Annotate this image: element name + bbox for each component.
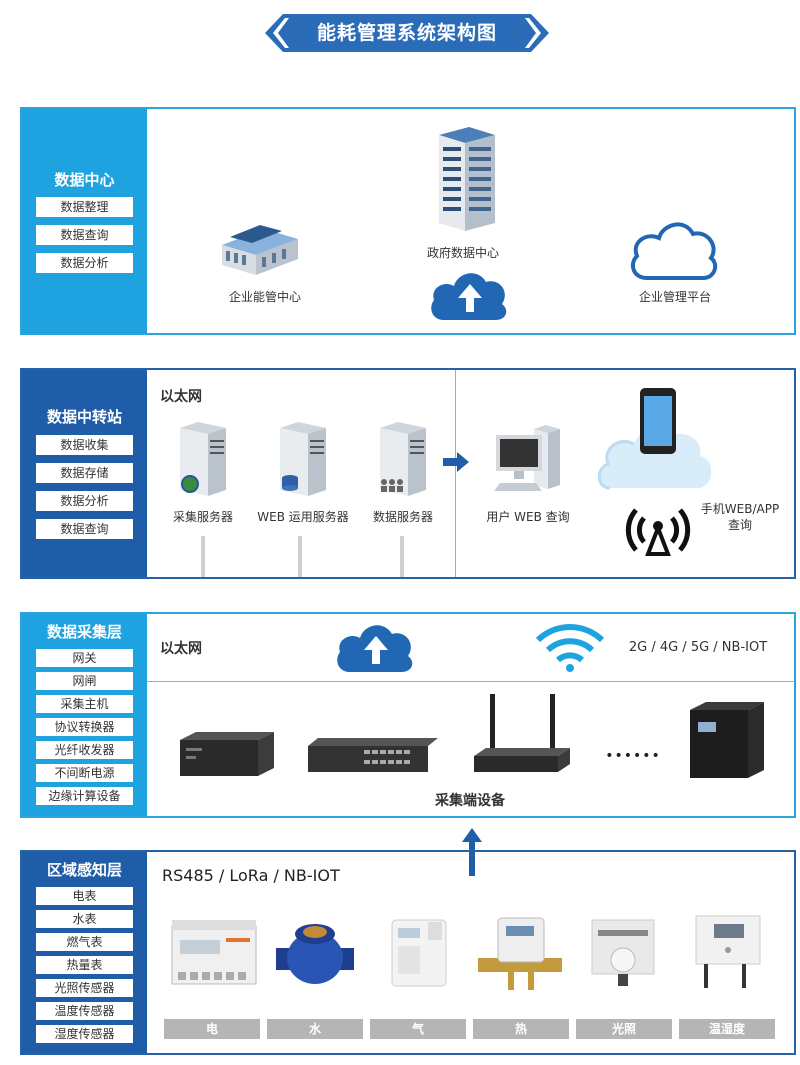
layer-item: 不间断电源 bbox=[36, 764, 133, 782]
enterprise-building-icon bbox=[222, 225, 298, 275]
collection-device-label: 采集端设备 bbox=[435, 793, 505, 809]
ethernet-label: 以太网 bbox=[160, 641, 202, 657]
layer-item: 数据查询 bbox=[36, 225, 133, 245]
layer-item: 网关 bbox=[36, 649, 133, 667]
industrial-pc-icon bbox=[180, 732, 274, 776]
router-icon bbox=[474, 694, 570, 772]
layer-side-panel: 区域感知层 电表 水表 燃气表 热量表 光照传感器 温度传感器 湿度传感器 bbox=[22, 852, 147, 1053]
water-meter-icon bbox=[276, 924, 354, 984]
temp-humidity-sensor-icon bbox=[695, 915, 761, 988]
layer-side-panel: 数据采集层 网关 网闸 采集主机 协议转换器 光纤收发器 不间断电源 边缘计算设… bbox=[22, 614, 147, 816]
server-label: 数据服务器 bbox=[372, 510, 433, 524]
layer-item: 燃气表 bbox=[36, 933, 133, 951]
network-label: 2G / 4G / 5G / NB-IOT bbox=[628, 640, 768, 655]
layer-item: 光纤收发器 bbox=[36, 741, 133, 759]
electric-meter-icon bbox=[171, 920, 257, 985]
layer-item: 采集主机 bbox=[36, 695, 133, 713]
layer-item: 水表 bbox=[36, 910, 133, 928]
layer-item: 热量表 bbox=[36, 956, 133, 974]
layer-item: 温度传感器 bbox=[36, 1002, 133, 1020]
web-server-icon bbox=[280, 422, 326, 496]
divider bbox=[147, 681, 794, 682]
arrow-up-icon bbox=[462, 828, 482, 876]
layer-title: 区域感知层 bbox=[46, 861, 122, 879]
computer-icon bbox=[494, 425, 560, 491]
layer-transfer-station: 数据中转站 数据收集 数据存储 数据分析 数据查询 bbox=[20, 368, 796, 579]
layer-item: 数据查询 bbox=[36, 519, 133, 539]
switch-icon bbox=[308, 738, 438, 772]
wifi-icon bbox=[535, 624, 605, 672]
layer-item: 湿度传感器 bbox=[36, 1025, 133, 1043]
sensor-tab-electricity: 电 bbox=[164, 1019, 260, 1039]
connector-line bbox=[201, 536, 205, 577]
layer-side-panel: 数据中心 数据整理 数据查询 数据分析 bbox=[22, 109, 147, 333]
layer-item: 数据收集 bbox=[36, 435, 133, 455]
connector-line bbox=[400, 536, 404, 577]
layer-item: 数据分析 bbox=[36, 253, 133, 273]
data-server-icon bbox=[380, 422, 426, 496]
layer-title: 数据中转站 bbox=[46, 408, 122, 426]
mobile-query-label: 查询 bbox=[727, 518, 752, 532]
layer-item: 数据整理 bbox=[36, 197, 133, 217]
layer-title: 数据中心 bbox=[54, 171, 115, 189]
layer-collection: 数据采集层 网关 网闸 采集主机 协议转换器 光纤收发器 不间断电源 边缘计算设… bbox=[20, 612, 796, 818]
cloud-icon bbox=[630, 222, 718, 280]
management-platform-label: 企业管理平台 bbox=[638, 290, 711, 304]
cloud-upload-icon bbox=[431, 273, 507, 320]
government-tower-icon bbox=[439, 127, 495, 231]
signal-tower-icon bbox=[625, 508, 691, 556]
light-sensor-icon bbox=[591, 919, 655, 986]
mobile-cloud-icon bbox=[597, 388, 712, 490]
layer-item: 光照传感器 bbox=[36, 979, 133, 997]
layer-item: 数据存储 bbox=[36, 463, 133, 483]
government-center-label: 政府数据中心 bbox=[426, 246, 499, 260]
connector-line bbox=[298, 536, 302, 577]
user-web-query-label: 用户 WEB 查询 bbox=[486, 510, 570, 524]
layer-sensing: 区域感知层 电表 水表 燃气表 热量表 光照传感器 温度传感器 湿度传感器 bbox=[20, 850, 796, 1055]
layer-item: 电表 bbox=[36, 887, 133, 905]
layer-item: 数据分析 bbox=[36, 491, 133, 511]
sensor-tab-light: 光照 bbox=[576, 1019, 672, 1039]
layer-item: 网闸 bbox=[36, 672, 133, 690]
heat-meter-icon bbox=[478, 917, 562, 990]
divider bbox=[455, 370, 456, 577]
layer-item: 边缘计算设备 bbox=[36, 787, 133, 805]
ups-icon bbox=[690, 702, 764, 778]
page-title: 能耗管理系统架构图 bbox=[316, 22, 497, 44]
sensor-tab-temp-humidity: 温湿度 bbox=[679, 1019, 775, 1039]
more-devices-ellipsis: •••••• bbox=[605, 748, 661, 764]
sensor-tab-water: 水 bbox=[267, 1019, 363, 1039]
ethernet-label: 以太网 bbox=[160, 389, 202, 405]
gas-meter-icon bbox=[391, 919, 447, 987]
arrow-right-icon bbox=[443, 452, 469, 472]
enterprise-center-label: 企业能管中心 bbox=[228, 290, 301, 304]
sensor-tab-heat: 热 bbox=[473, 1019, 569, 1039]
server-label: WEB 运用服务器 bbox=[257, 510, 349, 524]
title-banner: 能耗管理系统架构图 bbox=[265, 14, 549, 52]
protocols-label: RS485 / LoRa / NB-IOT bbox=[162, 866, 340, 885]
server-label: 采集服务器 bbox=[172, 510, 233, 524]
layer-data-center: 数据中心 数据整理 数据查询 数据分析 bbox=[20, 107, 796, 335]
layer-title: 数据采集层 bbox=[46, 623, 122, 641]
layer-side-panel: 数据中转站 数据收集 数据存储 数据分析 数据查询 bbox=[22, 370, 147, 577]
mobile-query-label: 手机WEB/APP bbox=[700, 502, 780, 516]
layer-item: 协议转换器 bbox=[36, 718, 133, 736]
cloud-upload-icon bbox=[337, 625, 413, 672]
sensor-tab-gas: 气 bbox=[370, 1019, 466, 1039]
collection-server-icon bbox=[180, 422, 226, 496]
